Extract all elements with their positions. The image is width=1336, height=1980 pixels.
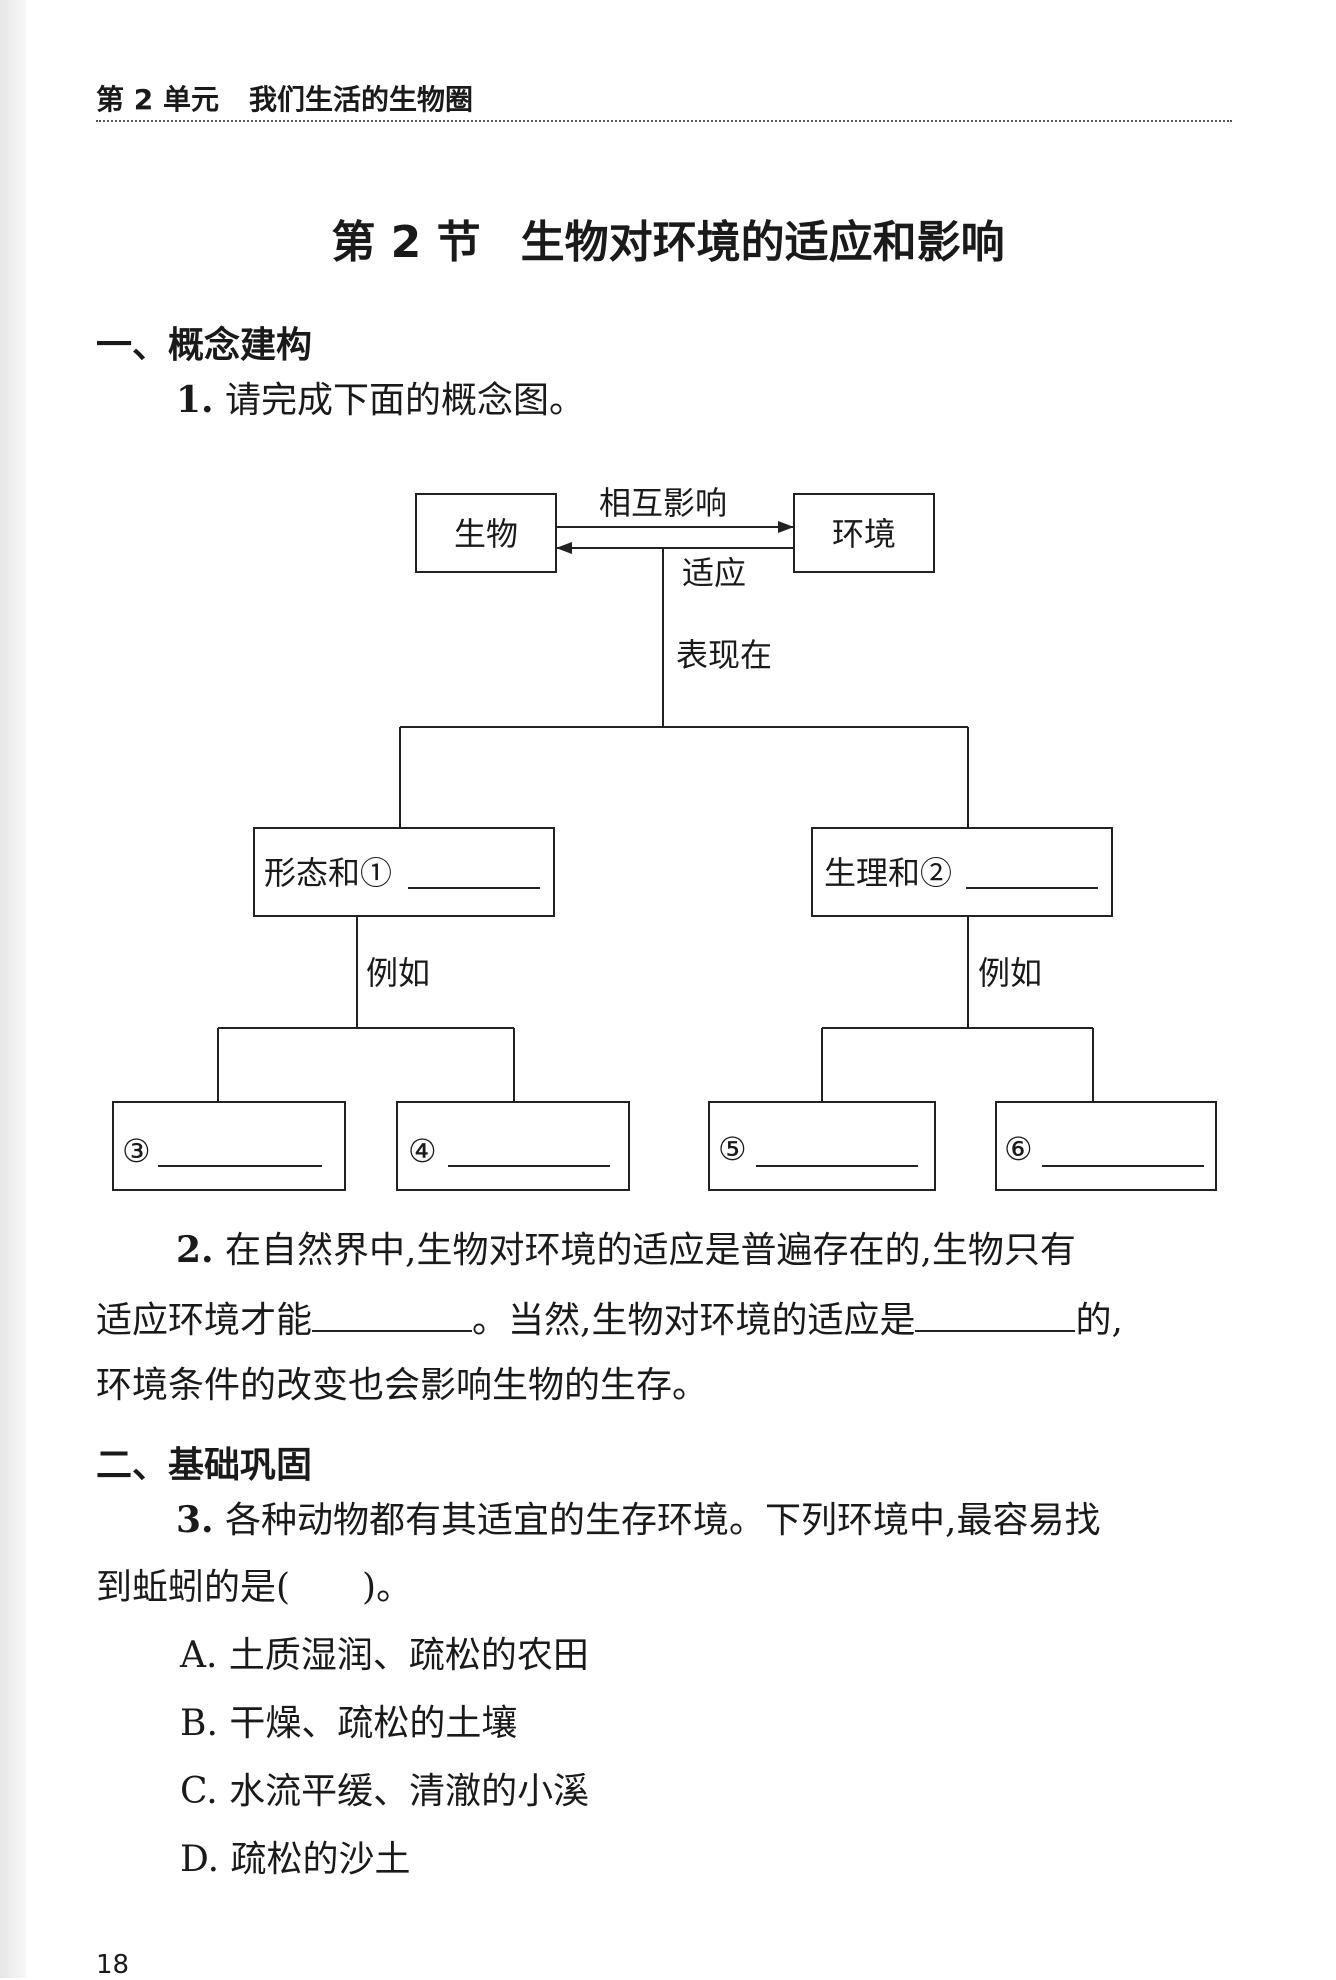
question-number: 1. [176, 379, 214, 421]
option-c[interactable]: C. 水流平缓、清澈的小溪 [180, 1774, 589, 1810]
blank-5-number: ⑤ [718, 1130, 747, 1168]
arrowhead-right [778, 521, 794, 533]
box-blank-5 [708, 1101, 936, 1191]
manifest-label: 表现在 [676, 636, 772, 674]
option-b[interactable]: B. 干燥、疏松的土壤 [180, 1706, 517, 1742]
question-3-line-1: 3. 各种动物都有其适宜的生存环境。下列环境中,最容易找 [176, 1502, 1101, 1539]
page-number: 18 [96, 1950, 130, 1980]
environment-label: 环境 [832, 515, 896, 553]
adaptation-label: 适应 [682, 554, 746, 592]
physiology-label: 生理和② [824, 854, 952, 892]
box-blank-4 [396, 1101, 630, 1191]
question-text: 各种动物都有其适宜的生存环境。下列环境中,最容易找 [225, 1500, 1101, 1541]
example-right-label: 例如 [978, 954, 1042, 992]
option-letter: A. [180, 1635, 218, 1676]
question-text: 请完成下面的概念图。 [225, 380, 586, 421]
box-environment [793, 493, 935, 573]
option-letter: B. [180, 1703, 218, 1744]
box-physiology [811, 827, 1113, 917]
option-text: 疏松的沙土 [230, 1839, 411, 1880]
unit-label: 第 2 单元 [96, 83, 219, 116]
box-blank-3 [112, 1101, 346, 1191]
question-2-line-2: 适应环境才能 。当然,生物对环境的适应是 的, [96, 1300, 1123, 1339]
example-left-label: 例如 [366, 954, 430, 992]
option-letter: C. [180, 1771, 218, 1812]
question-text: 的, [1075, 1300, 1123, 1341]
organism-label: 生物 [454, 515, 518, 553]
box-morphology [253, 827, 555, 917]
question-2-line-3: 环境条件的改变也会影响生物的生存。 [96, 1365, 709, 1406]
header-divider [96, 120, 1232, 122]
interaction-label: 相互影响 [599, 484, 727, 522]
question-2-line-1: 2. 在自然界中,生物对环境的适应是普遍存在的,生物只有 [176, 1232, 1076, 1269]
blank-6-number: ⑥ [1004, 1130, 1033, 1168]
running-head: 第 2 单元我们生活的生物圈 [96, 78, 473, 118]
question-number: 2. [176, 1229, 214, 1271]
section-title: 生物对环境的适应和影响 [520, 217, 1005, 268]
question-text: 在自然界中,生物对环境的适应是普遍存在的,生物只有 [225, 1230, 1076, 1271]
arrowhead-left [556, 542, 572, 554]
morphology-label: 形态和① [264, 854, 392, 892]
option-a[interactable]: A. 土质湿润、疏松的农田 [180, 1638, 589, 1674]
question-3-line-2: 到蚯蚓的是( )。 [96, 1567, 413, 1608]
page-title: 第 2 节生物对环境的适应和影响 [0, 206, 1336, 270]
box-organism [415, 493, 557, 573]
unit-title: 我们生活的生物圈 [248, 83, 473, 116]
part2-heading: 二、基础巩固 [96, 1445, 313, 1486]
option-letter: D. [180, 1839, 220, 1880]
answer-blank[interactable] [915, 1300, 1076, 1332]
option-d[interactable]: D. 疏松的沙土 [180, 1842, 411, 1878]
section-number: 第 2 节 [331, 217, 481, 268]
part1-heading: 一、概念建构 [96, 325, 313, 366]
option-text: 水流平缓、清澈的小溪 [229, 1771, 590, 1812]
question-number: 3. [176, 1499, 214, 1541]
blank-3-number: ③ [122, 1132, 151, 1170]
option-text: 土质湿润、疏松的农田 [228, 1635, 589, 1676]
page-edge-shadow [0, 0, 26, 1978]
box-blank-6 [995, 1101, 1217, 1191]
question-text: 适应环境才能 [96, 1300, 313, 1341]
answer-blank[interactable] [312, 1300, 473, 1332]
question-text: 。当然,生物对环境的适应是 [472, 1300, 916, 1341]
option-text: 干燥、疏松的土壤 [229, 1703, 518, 1744]
blank-4-number: ④ [408, 1132, 437, 1170]
question-1: 1. 请完成下面的概念图。 [176, 382, 585, 419]
